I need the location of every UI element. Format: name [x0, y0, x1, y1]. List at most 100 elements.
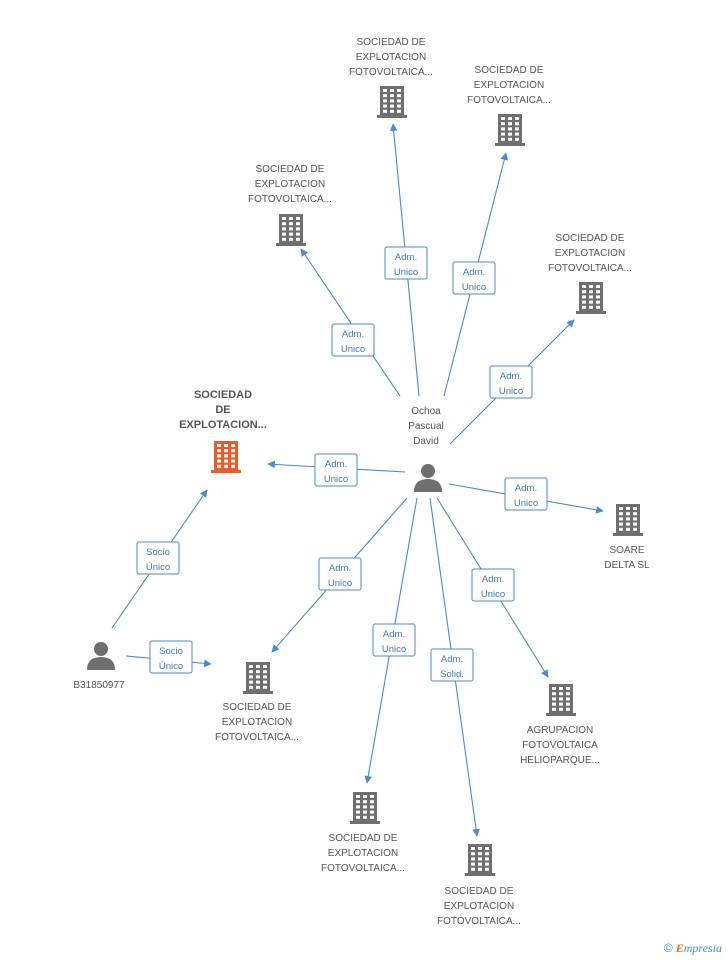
edge-ochoa-c4: Adm. Unico	[449, 319, 575, 445]
edge-label-line: Unico	[382, 644, 406, 655]
node-label-line: EXPLOTACION	[356, 52, 426, 63]
node-label-line: SOCIEDAD DE	[223, 702, 292, 713]
edge-label-box[interactable]	[318, 557, 362, 591]
node-agr[interactable]: AGRUPACION FOTOVOLTAICA HELIOPARQUE...	[520, 684, 600, 766]
building-icon[interactable]	[576, 282, 606, 314]
edge-label-line: Unico	[481, 589, 505, 600]
node-c1[interactable]: SOCIEDAD DEEXPLOTACIONFOTOVOLTAICA...	[349, 37, 433, 118]
edge-label-line: Adm.	[325, 459, 347, 470]
building-icon[interactable]	[276, 214, 306, 246]
edge-ochoa-c5: Adm. Unico	[271, 497, 408, 653]
edge-label-box[interactable]	[452, 261, 496, 295]
node-label-line: Pascual	[408, 421, 444, 432]
edge-label-line: Unico	[341, 344, 365, 355]
node-label-line: FOTOVOLTAICA...	[467, 95, 551, 106]
edge-label-line: Unico	[324, 474, 348, 485]
edge-label-line: Adm.	[515, 483, 537, 494]
building-icon[interactable]	[613, 504, 643, 536]
node-label-line: EXPLOTACION	[328, 848, 398, 859]
node-label-line: DELTA SL	[604, 560, 650, 571]
watermark-first-letter: E	[675, 941, 684, 955]
node-label-line: EXPLOTACION	[222, 717, 292, 728]
node-label-line: SOCIEDAD DE	[556, 233, 625, 244]
edge-label-box[interactable]	[489, 365, 533, 399]
edge-label-line: Unico	[328, 578, 352, 589]
node-label-line: EXPLOTACION	[444, 901, 514, 912]
edge-label-line: Unico	[499, 386, 523, 397]
person-icon[interactable]	[414, 464, 442, 492]
building-icon[interactable]	[243, 662, 273, 694]
node-label-line: EXPLOTACION	[555, 248, 625, 259]
copyright-symbol: ©	[663, 941, 673, 955]
edge-label-box[interactable]	[471, 568, 515, 602]
edge-label-box[interactable]	[149, 640, 193, 674]
edge-label-line: Unico	[462, 282, 486, 293]
edge-ochoa-c2: Adm. Unico	[443, 152, 509, 397]
edge-label-line: Adm.	[329, 563, 351, 574]
node-label-line: FOTOVOLTAICA...	[437, 916, 521, 927]
node-main[interactable]: SOCIEDADDEEXPLOTACION...	[179, 389, 267, 473]
node-c7[interactable]: SOCIEDAD DE EXPLOTACION FOTOVOLTAICA...	[437, 844, 521, 927]
edge-label-line: Adm.	[342, 329, 364, 340]
node-label-line: SOCIEDAD DE	[475, 65, 544, 76]
edge-ochoa-c6: Adm. Unico	[364, 497, 418, 784]
node-label-line: FOTOVOLTAICA...	[215, 732, 299, 743]
empresia-watermark: ©Empresia	[664, 941, 722, 956]
edge-label-box[interactable]	[372, 623, 416, 657]
edge-label-box[interactable]	[430, 648, 474, 682]
node-c5[interactable]: SOCIEDAD DE EXPLOTACION FOTOVOLTAICA...	[215, 662, 299, 743]
edge-label-line: Adm.	[383, 629, 405, 640]
node-label-line: FOTOVOLTAICA...	[349, 67, 433, 78]
edge-label-box[interactable]	[504, 477, 548, 511]
edge-label-line: Unico	[514, 498, 538, 509]
edge-ochoa-agr: Adm. Unico	[436, 497, 549, 678]
person-icon[interactable]	[87, 642, 115, 670]
node-label-line: EXPLOTACION...	[179, 419, 267, 431]
edge-label-box[interactable]	[331, 323, 375, 357]
edge-label-line: Adm.	[463, 267, 485, 278]
edge-label-box[interactable]	[314, 453, 358, 487]
edge-label-line: Adm.	[500, 371, 522, 382]
node-label-line: FOTOVOLTAICA...	[248, 194, 332, 205]
node-c3[interactable]: SOCIEDAD DE EXPLOTACION FOTOVOLTAICA...	[248, 164, 332, 246]
edge-label-box[interactable]	[384, 246, 428, 280]
node-b318[interactable]: B31850977	[73, 642, 125, 691]
edge-ochoa-c1: Adm.Unico	[384, 123, 428, 397]
node-label-line: EXPLOTACION	[474, 80, 544, 91]
edge-line	[300, 248, 401, 397]
edge-label-line: Único	[146, 562, 170, 573]
node-label-line: SOCIEDAD DE	[256, 164, 325, 175]
node-label-line: FOTOVOLTAICA	[522, 740, 598, 751]
edge-label-line: Único	[159, 661, 183, 672]
edge-ochoa-soare: Adm. Unico	[448, 477, 604, 514]
node-label-line: SOCIEDAD DE	[329, 833, 398, 844]
node-label-line: FOTOVOLTAICA...	[548, 263, 632, 274]
watermark-text: mpresia	[683, 941, 722, 955]
node-label-line: AGRUPACION	[527, 725, 594, 736]
node-label-line: HELIOPARQUE...	[520, 755, 600, 766]
edge-label-box[interactable]	[136, 541, 180, 575]
building-icon[interactable]	[495, 114, 525, 146]
building-icon[interactable]	[377, 86, 407, 118]
node-label-line: B31850977	[73, 680, 125, 691]
node-c4[interactable]: SOCIEDAD DE EXPLOTACION FOTOVOLTAICA...	[548, 233, 632, 314]
edge-label-line: Adm.	[441, 654, 463, 665]
node-label-line: Ochoa	[411, 406, 441, 417]
node-label-line: DE	[215, 404, 230, 416]
node-soare[interactable]: SOARE DELTA SL	[604, 504, 650, 571]
edge-ochoa-main: Adm. Unico	[267, 453, 406, 487]
building-icon[interactable]	[465, 844, 495, 876]
node-c2[interactable]: SOCIEDAD DE EXPLOTACION FOTOVOLTAICA...	[467, 65, 551, 146]
edge-ochoa-c7: Adm.Solid.	[429, 497, 480, 837]
node-c6[interactable]: SOCIEDAD DEEXPLOTACIONFOTOVOLTAICA...	[321, 792, 405, 874]
building-icon[interactable]	[546, 684, 576, 716]
node-label-line: SOARE	[609, 545, 644, 556]
node-label-line: EXPLOTACION	[255, 179, 325, 190]
building-icon[interactable]	[350, 792, 380, 824]
building-icon[interactable]	[211, 441, 241, 473]
edge-label-line: Socio	[159, 646, 183, 657]
node-label-line: SOCIEDAD DE	[445, 886, 514, 897]
